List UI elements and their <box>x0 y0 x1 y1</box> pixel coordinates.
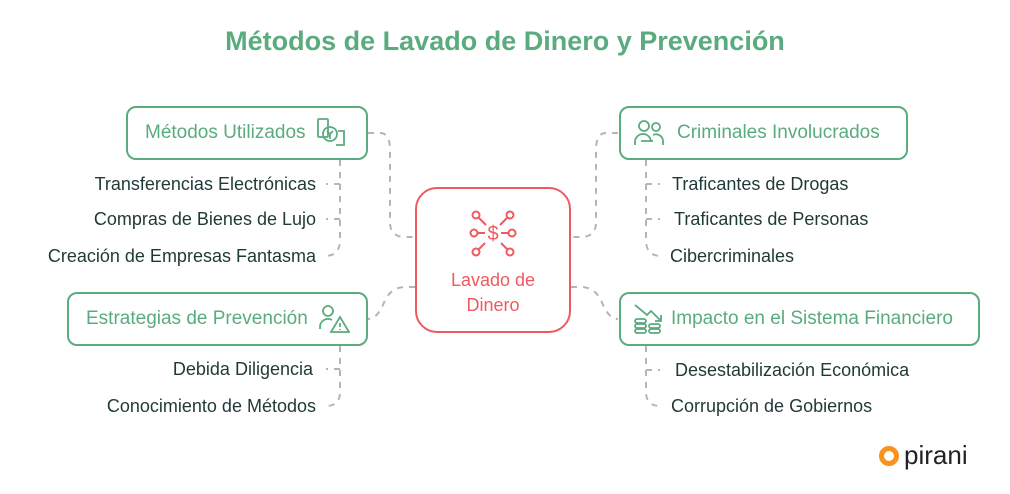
list-item: Transferencias Electrónicas <box>94 174 316 194</box>
logo-ring-icon <box>879 445 899 466</box>
central-label-line1: Lavado de <box>450 270 536 290</box>
svg-text:$: $ <box>487 223 498 245</box>
branch-label: Estrategias de Prevención <box>86 308 308 329</box>
list-item: Corrupción de Gobiernos <box>671 396 873 416</box>
phone-money-icon <box>316 118 345 146</box>
branch-prevention: Estrategias de Prevención <box>67 292 368 346</box>
logo-text: pirani <box>904 440 968 470</box>
pirani-logo: pirani <box>878 440 968 471</box>
page-title: Métodos de Lavado de Dinero y Prevención <box>225 26 785 56</box>
list-item: Conocimiento de Métodos <box>106 396 316 416</box>
branch-methods: Métodos Utilizados <box>126 106 368 160</box>
central-label-line2: Dinero <box>466 295 520 315</box>
list-item: Creación de Empresas Fantasma <box>47 246 316 266</box>
branch-criminals: Criminales Involucrados <box>619 106 908 160</box>
list-item: Traficantes de Personas <box>674 209 869 229</box>
coins-down-icon <box>634 304 662 334</box>
list-item: Compras de Bienes de Lujo <box>93 209 316 229</box>
branch-impact: Impacto en el Sistema Financiero <box>619 292 980 346</box>
branch-label: Criminales Involucrados <box>677 122 880 143</box>
branch-label: Impacto en el Sistema Financiero <box>671 308 953 329</box>
central-node: $ Lavado de Dinero <box>415 187 571 333</box>
branch-label: Métodos Utilizados <box>145 122 306 143</box>
list-item: Cibercriminales <box>670 246 795 266</box>
people-icon <box>634 120 664 145</box>
list-item: Debida Diligencia <box>172 359 313 379</box>
list-item: Traficantes de Drogas <box>672 174 849 194</box>
person-warning-icon <box>318 305 350 333</box>
money-network-icon: $ <box>469 210 517 257</box>
list-item: Desestabilización Económica <box>675 360 910 380</box>
